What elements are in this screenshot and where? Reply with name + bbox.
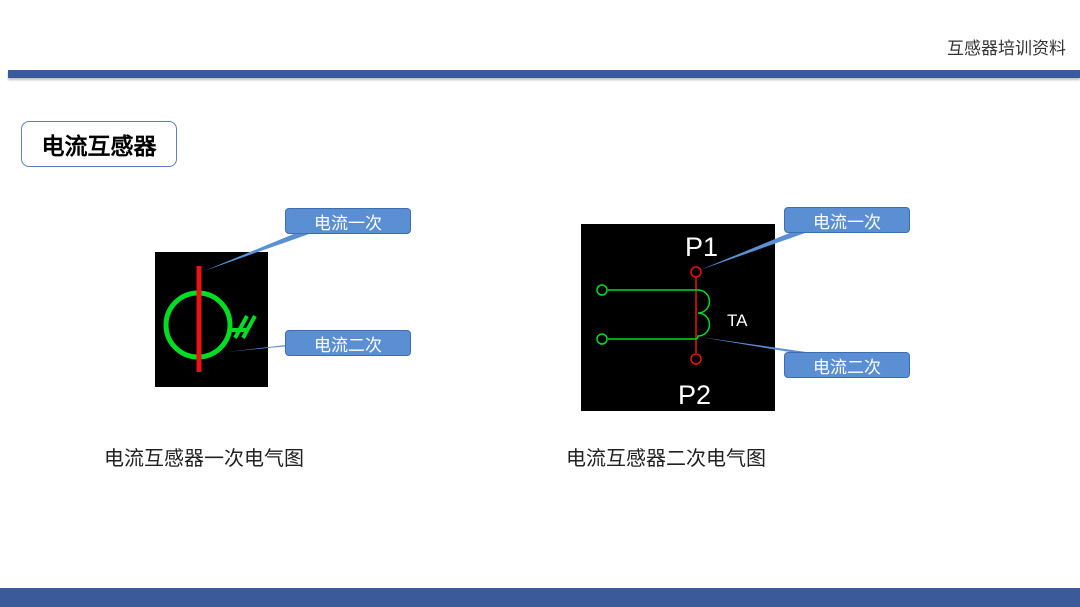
callout-primary-current: 电流一次 <box>784 207 910 233</box>
ct-slash-mark <box>233 315 249 339</box>
section-title: 电流互感器 <box>21 121 177 167</box>
header-title: 互感器培训资料 <box>947 39 1066 59</box>
primary-circuit-diagram <box>155 252 268 387</box>
ct-slash-mark <box>241 315 257 339</box>
secondary-terminal-bottom <box>596 333 608 345</box>
terminal-p2 <box>690 353 702 365</box>
primary-diagram-caption: 电流互感器一次电气图 <box>104 446 304 470</box>
top-divider <box>8 70 1080 78</box>
terminal-label-p2: P2 <box>678 380 711 410</box>
callout-primary-current: 电流一次 <box>285 208 411 234</box>
transformer-label-ta: TA <box>727 311 748 330</box>
bottom-bar <box>0 588 1080 607</box>
terminal-p1 <box>690 266 702 278</box>
callout-secondary-current: 电流二次 <box>784 352 910 378</box>
secondary-terminal-top <box>596 284 608 296</box>
secondary-circuit-diagram: P1 P2 TA <box>581 224 775 411</box>
callout-secondary-current: 电流二次 <box>285 330 411 356</box>
secondary-diagram-caption: 电流互感器二次电气图 <box>566 446 766 470</box>
secondary-diagram-svg: P1 P2 TA <box>596 232 748 410</box>
primary-diagram-svg <box>163 266 257 372</box>
secondary-winding <box>608 289 711 340</box>
terminal-label-p1: P1 <box>685 232 718 262</box>
